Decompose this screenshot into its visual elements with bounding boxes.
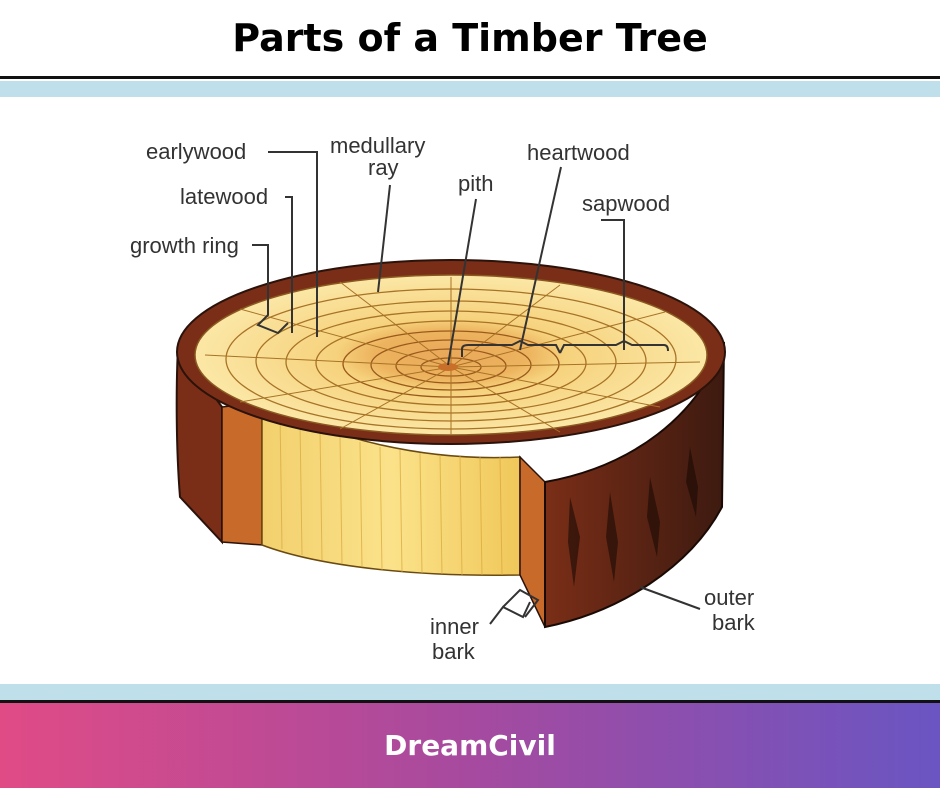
label-outer-bark-1: outer [704,585,754,610]
wood-grain [279,411,503,576]
inner-bark-right [519,455,546,628]
label-medullary-ray-1: medullary [330,133,425,158]
leader-lines [252,151,701,625]
bark-texture [568,447,698,587]
diagram-area: earlywood medullary ray heartwood latewo… [0,97,940,684]
label-medullary-ray-2: ray [368,155,399,180]
label-sapwood: sapwood [582,191,670,216]
brand-name: DreamCivil [384,729,556,762]
timber-diagram: earlywood medullary ray heartwood latewo… [130,133,756,664]
label-heartwood: heartwood [527,140,630,165]
label-earlywood: earlywood [146,139,246,164]
page-title: Parts of a Timber Tree [232,16,708,60]
label-pith: pith [458,171,493,196]
label-growth-ring: growth ring [130,233,239,258]
label-latewood: latewood [180,184,268,209]
footer-banner: DreamCivil [0,703,940,788]
pith [438,363,458,371]
medullary-rays [204,277,701,435]
title-divider [0,76,940,79]
footer-divider [0,700,940,703]
label-outer-bark-2: bark [712,610,756,635]
inner-bark-left [221,401,263,546]
top-band [0,81,940,97]
bottom-band [0,684,940,700]
label-inner-bark-1: inner [430,614,479,639]
outer-bark-right [544,341,725,629]
label-inner-bark-2: bark [432,639,476,664]
